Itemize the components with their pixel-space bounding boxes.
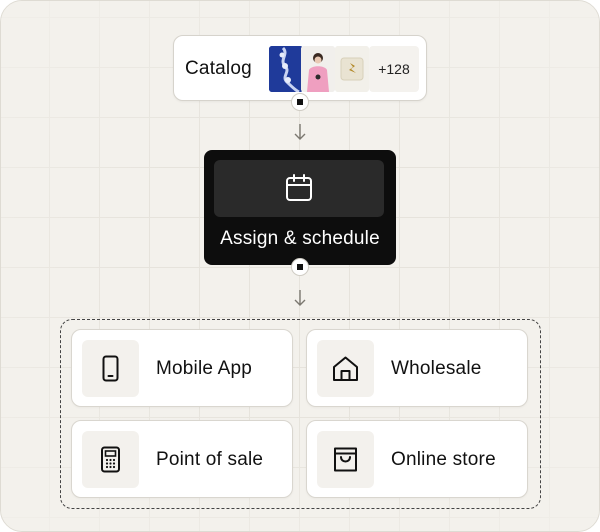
product-thumbnail-pink-sweater: [301, 46, 335, 92]
arrow-down-icon: [294, 124, 306, 140]
channel-icon-tile: [82, 340, 139, 397]
channel-label: Mobile App: [156, 358, 253, 379]
more-items-badge[interactable]: +128: [369, 46, 419, 92]
channel-label: Wholesale: [391, 358, 482, 379]
channels-group: [60, 319, 541, 509]
channel-icon-tile: [317, 431, 374, 488]
assign-schedule-label: Assign & schedule: [220, 228, 380, 249]
channel-label: Point of sale: [156, 449, 264, 470]
channel-label: Online store: [391, 449, 496, 470]
assign-output-port[interactable]: [291, 258, 309, 276]
channel-wholesale[interactable]: Wholesale: [306, 329, 528, 407]
catalog-node[interactable]: Catalog: [173, 35, 427, 101]
smartphone-icon: [102, 355, 119, 382]
assign-icon-panel: [214, 160, 384, 217]
product-thumbnail-pillow: [335, 46, 369, 92]
channel-mobile-app[interactable]: Mobile App: [71, 329, 293, 407]
assign-schedule-node[interactable]: Assign & schedule: [204, 150, 396, 265]
channel-point-of-sale[interactable]: Point of sale: [71, 420, 293, 498]
calendar-icon: [286, 174, 312, 201]
shopping-bag-icon: [334, 447, 357, 472]
channel-online-store[interactable]: Online store: [306, 420, 528, 498]
product-thumbnail-blue-vase: [269, 46, 303, 92]
pos-terminal-icon: [101, 446, 120, 473]
channel-icon-tile: [317, 340, 374, 397]
arrow-down-icon: [294, 290, 306, 306]
store-icon: [333, 356, 358, 381]
catalog-label: Catalog: [185, 58, 252, 79]
channel-icon-tile: [82, 431, 139, 488]
catalog-output-port[interactable]: [291, 93, 309, 111]
